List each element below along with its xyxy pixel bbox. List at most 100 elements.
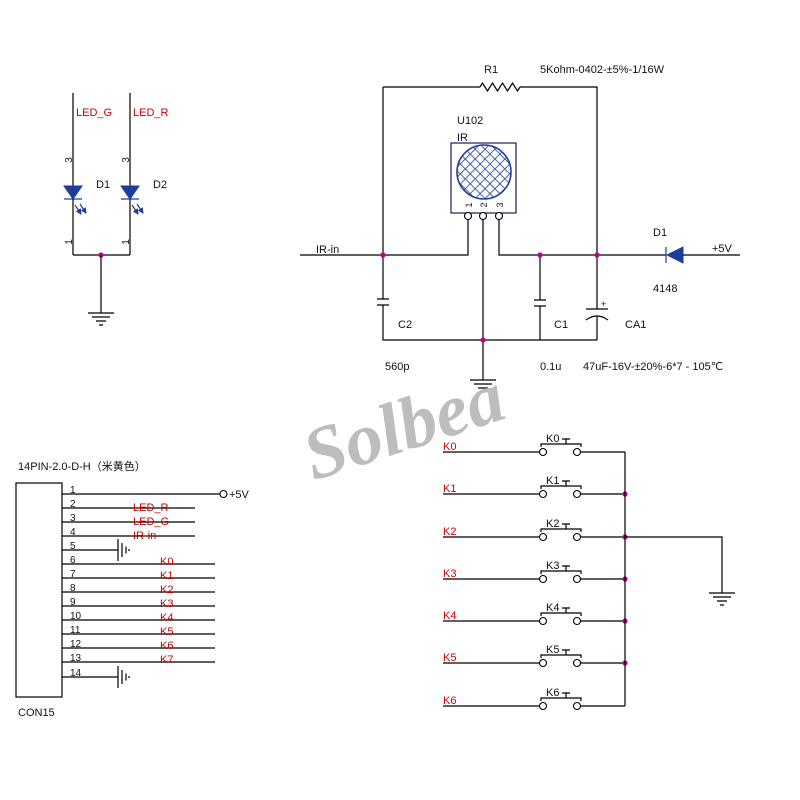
net-label: K5 — [443, 652, 456, 664]
capacitor-c1-icon — [534, 299, 546, 307]
component-value: 4148 — [653, 283, 677, 295]
net-label: K1 — [443, 483, 456, 495]
switch-ref: K5 — [546, 644, 559, 656]
switch-ref: K6 — [546, 687, 559, 699]
pin-number: 1 — [121, 239, 132, 245]
pin-pad — [463, 211, 473, 221]
pin-number: 14 — [70, 668, 82, 679]
component-ref: C1 — [554, 319, 568, 331]
switch-contact — [538, 489, 548, 499]
ground-icon — [709, 592, 735, 606]
switch-ref: K0 — [546, 433, 559, 445]
pin-number: 5 — [70, 541, 76, 552]
ir-receiver-section: R1 5Kohm-0402-±5%-1/16W C2 560p C1 0.1u … — [300, 64, 740, 393]
net-label-5v: +5V — [229, 489, 250, 501]
pin-number: 7 — [70, 569, 76, 580]
net-label: K5 — [160, 626, 173, 638]
led-d1: 3 1 D1 — [63, 93, 110, 255]
connector-ref: CON15 — [18, 707, 55, 719]
junction-dot — [480, 337, 486, 343]
resistor-r1-icon — [479, 81, 521, 93]
net-label: LED_G — [133, 516, 169, 528]
connector-body — [15, 482, 63, 698]
net-label: K7 — [160, 654, 173, 666]
component-ref: D1 — [96, 179, 110, 191]
push-button-icon — [540, 649, 582, 658]
switch-contact — [538, 658, 548, 668]
net-label: K3 — [160, 598, 173, 610]
switch-contact — [538, 447, 548, 457]
light-arrow-icon — [79, 203, 87, 214]
wire-ir-in — [300, 219, 469, 256]
pin-pad — [478, 211, 488, 221]
wire-switch-ground — [625, 536, 723, 593]
component-ref: D1 — [653, 227, 667, 239]
led-d2-triangle-icon — [120, 185, 140, 200]
component-value: 47uF-16V-±20%-6*7 - 105℃ — [583, 361, 723, 373]
switch-contact — [572, 701, 582, 711]
switch-contact — [572, 489, 582, 499]
push-button-icon — [540, 438, 582, 447]
push-button-icon — [540, 523, 582, 532]
wire-top-right — [520, 86, 598, 309]
net-label-led-r: LED_R — [133, 107, 169, 119]
switch-ref: K1 — [546, 475, 559, 487]
net-label: K3 — [443, 568, 456, 580]
net-label: K0 — [443, 441, 456, 453]
switch-contact — [572, 447, 582, 457]
pin-number: 3 — [70, 513, 76, 524]
ground-icon — [117, 539, 130, 561]
pin-number: 1 — [464, 202, 474, 207]
pin-number: 3 — [495, 202, 505, 207]
switch-contact — [572, 616, 582, 626]
junction-dot — [594, 252, 600, 258]
light-arrow-icon — [74, 204, 82, 215]
ground-icon — [470, 379, 496, 393]
pin-number: 3 — [64, 157, 75, 163]
pin-number: 10 — [70, 611, 82, 622]
wire-u102-vcc — [498, 219, 666, 256]
net-label: K2 — [160, 584, 173, 596]
component-ref: U102 — [457, 115, 483, 127]
pin-number: 2 — [70, 499, 76, 510]
net-label-ir-in: IR-in — [316, 244, 339, 256]
junction-dot — [380, 252, 386, 258]
ground-icon — [117, 666, 130, 688]
watermark: Solbea — [293, 355, 514, 497]
component-ref: CA1 — [625, 319, 646, 331]
net-label: K0 — [160, 556, 173, 568]
component-type: IR — [457, 132, 468, 144]
net-label: K6 — [443, 695, 456, 707]
pin-number: 4 — [70, 527, 76, 538]
pin-number: 1 — [70, 485, 76, 496]
switch-contact — [572, 532, 582, 542]
connector-pin-1: 1 +5V — [62, 485, 250, 501]
push-button-icon — [540, 692, 582, 701]
component-value: 5Kohm-0402-±5%-1/16W — [540, 64, 665, 76]
pin-number: 11 — [70, 625, 81, 636]
connector-pin-3: 3 LED_G — [62, 513, 195, 528]
switch-contact — [572, 574, 582, 584]
net-label: LED_R — [133, 502, 169, 514]
switch-contact — [538, 574, 548, 584]
component-ref: R1 — [484, 64, 498, 76]
led-d1-triangle-icon — [63, 185, 83, 200]
net-label: K2 — [443, 526, 456, 538]
component-value: 560p — [385, 361, 409, 373]
ir-lens-icon — [456, 144, 512, 200]
switch-contact — [538, 616, 548, 626]
